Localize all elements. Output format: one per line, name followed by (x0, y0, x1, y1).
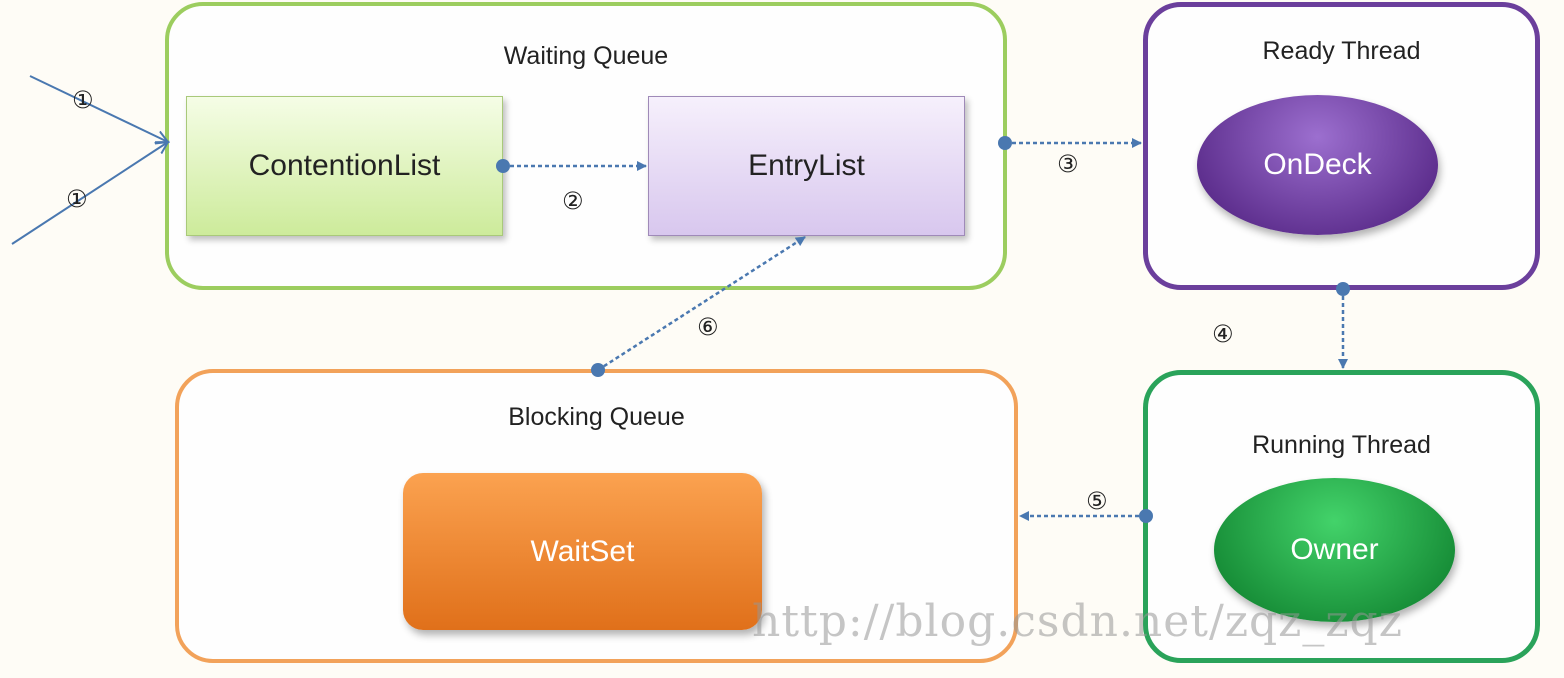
running-thread-title: Running Thread (1252, 431, 1431, 459)
incoming-arrow-1 (29, 75, 168, 142)
entry-list-node: EntryList (648, 96, 965, 236)
step-label-6: ⑥ (697, 313, 719, 341)
waiting-queue-title: Waiting Queue (503, 42, 669, 70)
step-label-3: ③ (1057, 150, 1079, 178)
incoming-arrow-2 (11, 142, 168, 245)
step-label-2: ② (562, 187, 584, 215)
step-label-1a: ① (72, 86, 94, 114)
contention-list-node: ContentionList (186, 96, 503, 236)
owner-label: Owner (1290, 533, 1379, 566)
on-deck-label: OnDeck (1263, 148, 1372, 181)
entry-list-label: EntryList (748, 149, 865, 182)
step-label-5: ⑤ (1086, 487, 1108, 515)
step-label-1b: ① (66, 185, 88, 213)
on-deck-node: OnDeck (1197, 95, 1438, 235)
blocking-queue-title: Blocking Queue (508, 403, 685, 431)
contention-list-label: ContentionList (248, 149, 441, 182)
owner-node: Owner (1214, 478, 1455, 622)
step-label-4: ④ (1212, 320, 1234, 348)
arrow-6 (597, 235, 806, 372)
ready-thread-title: Ready Thread (1262, 37, 1421, 65)
watermark-text: http://blog.csdn.net/zqz_zqz (752, 596, 1403, 647)
wait-set-label: WaitSet (530, 534, 635, 568)
wait-set-node: WaitSet (403, 473, 762, 630)
